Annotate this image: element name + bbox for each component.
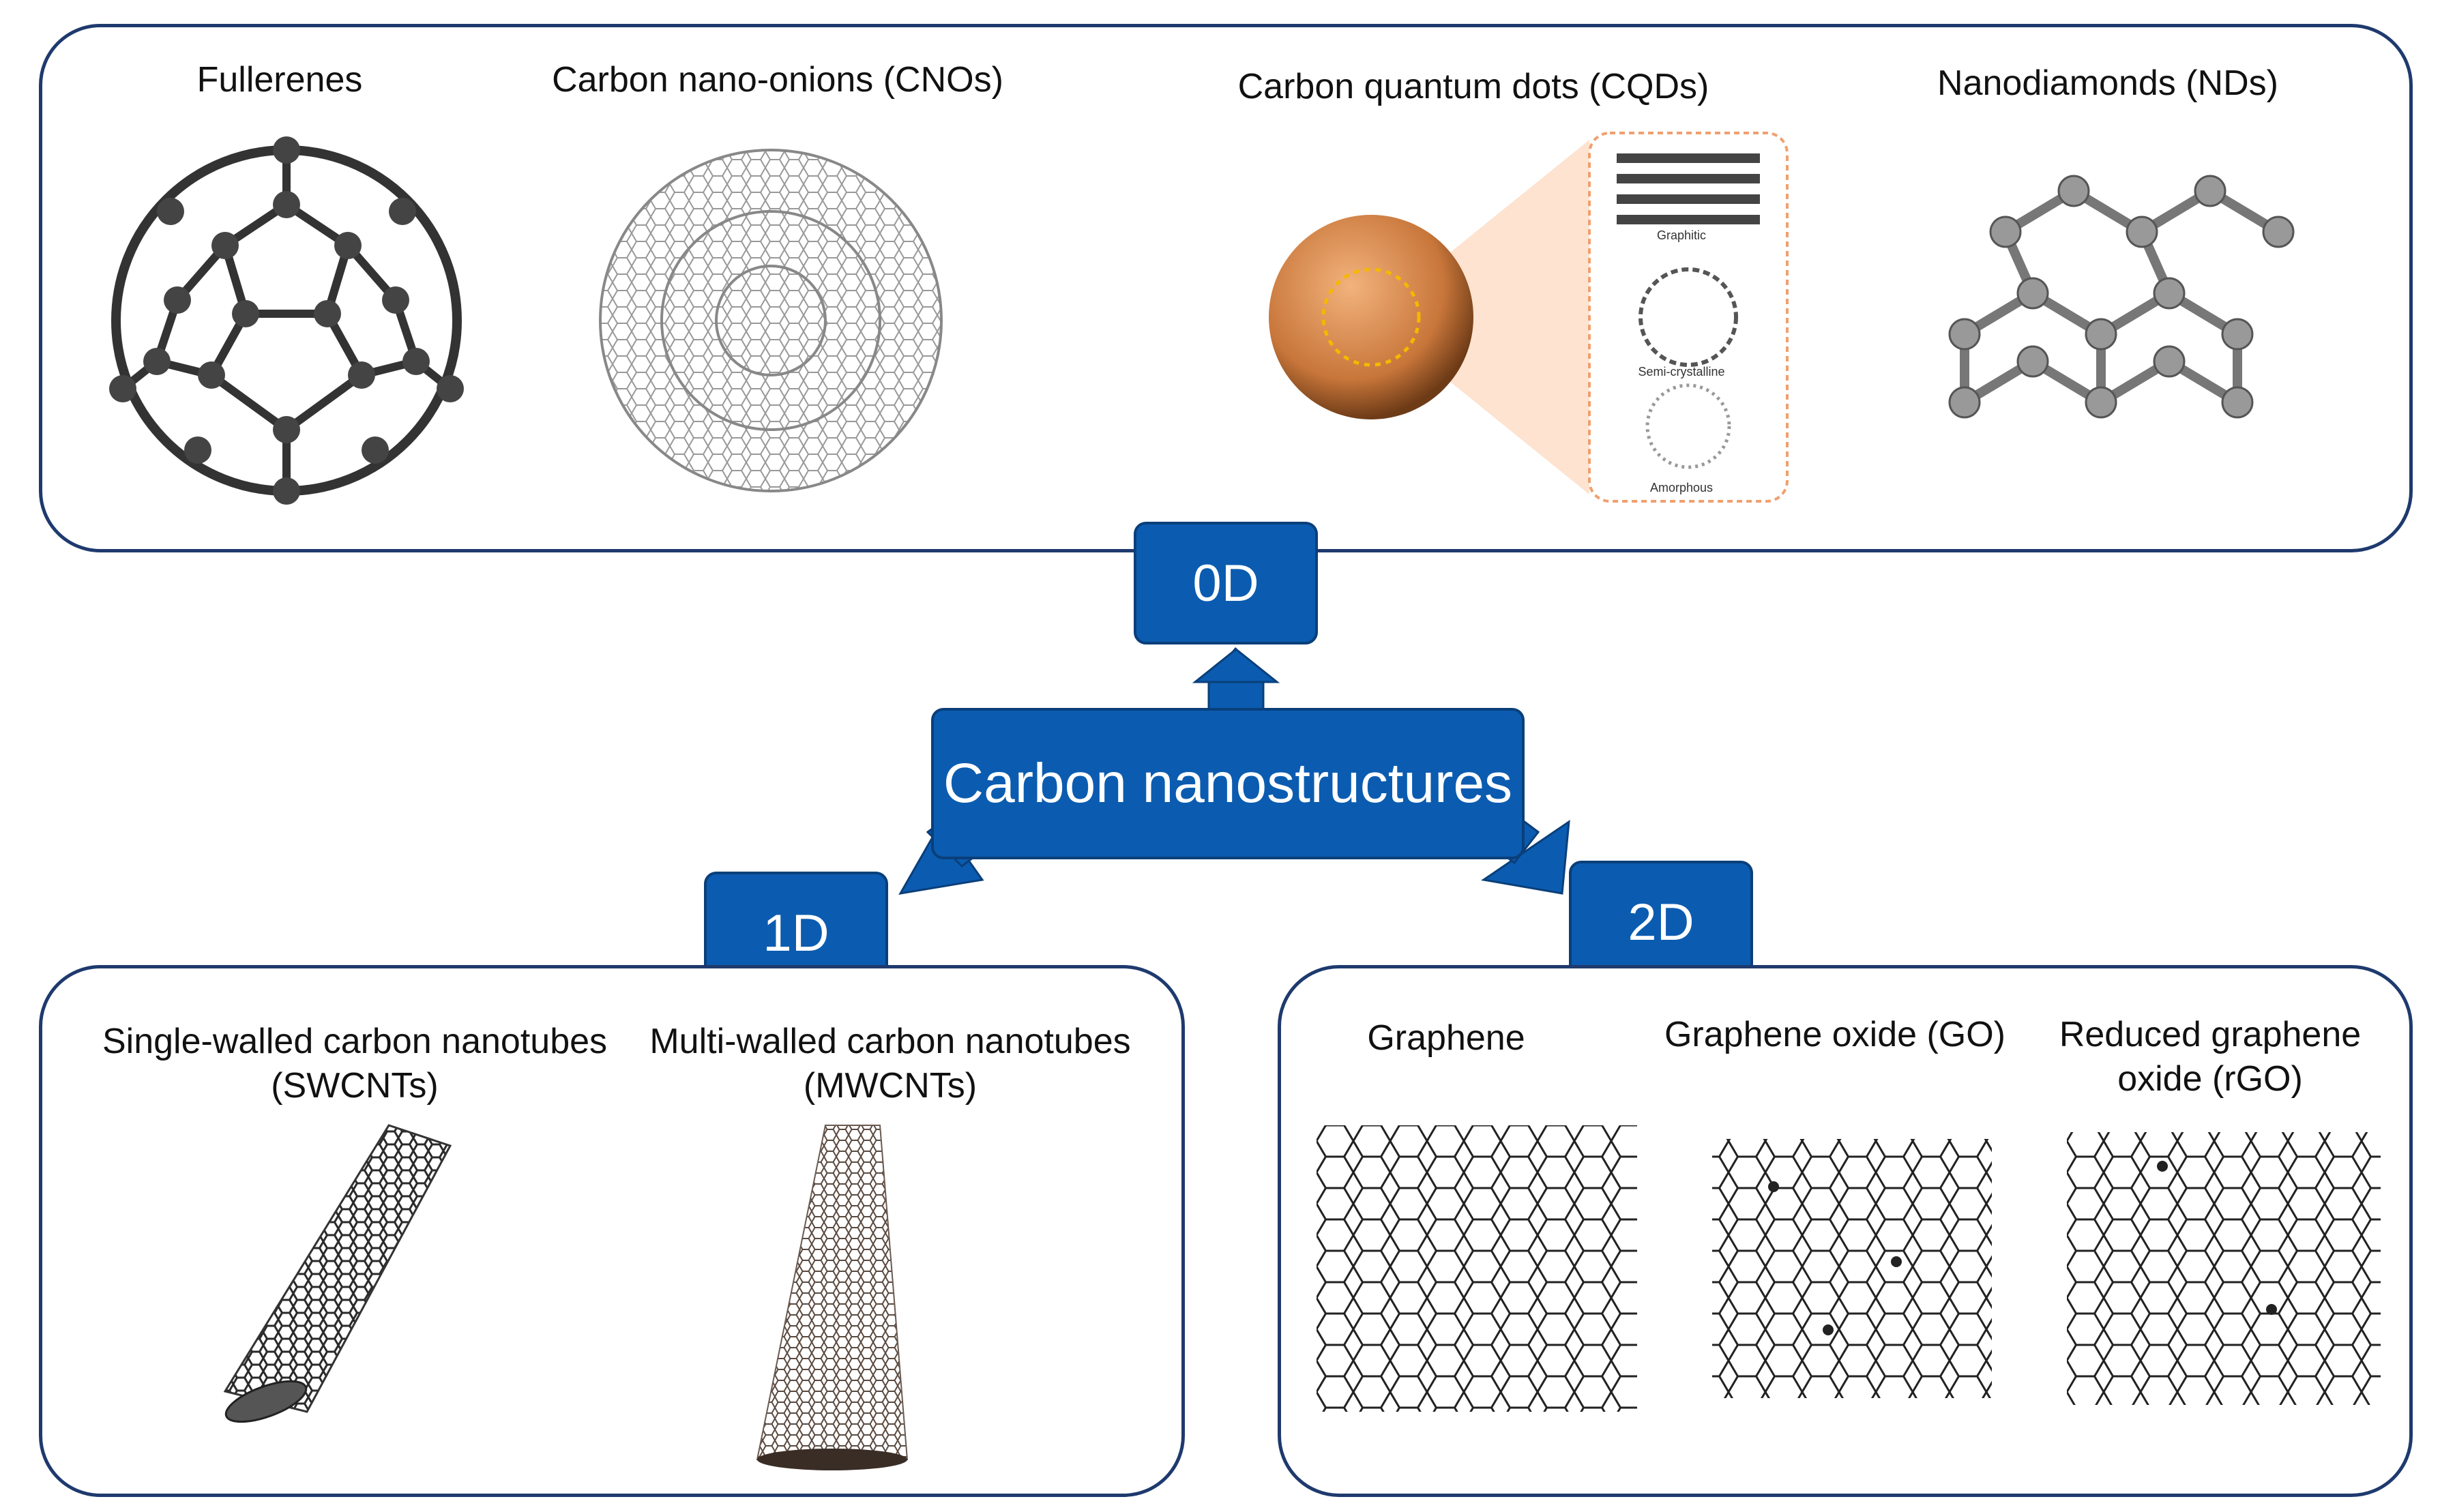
zero-d-panel [39, 24, 2413, 552]
go-label: Graphene oxide (GO) [1664, 1015, 2006, 1054]
carbon-quantum-dot-image [1269, 132, 1789, 503]
mwcnt-label-line2: (MWCNTs) [803, 1066, 978, 1106]
fullerenes-label: Fullerenes [196, 60, 363, 100]
reduced-graphene-oxide-image [2067, 1132, 2381, 1405]
carbon-nano-onion-image [599, 149, 943, 492]
rgo-label-line2: oxide (rGO) [2117, 1059, 2303, 1099]
nanodiamond-image [1948, 175, 2295, 419]
swcnt-image [223, 1124, 452, 1423]
rgo-label-line1: Reduced graphene [2059, 1015, 2362, 1054]
cqd-inset-amorphous: Amorphous [1649, 481, 1714, 494]
nds-label: Nanodiamonds (NDs) [1937, 63, 2278, 103]
swcnt-label-line2: (SWCNTs) [271, 1066, 439, 1106]
cqd-inset-graphitic: Graphitic [1656, 228, 1707, 242]
fullerene-image [109, 136, 464, 505]
carbon-nanostructures-box: Carbon nanostructures [931, 708, 1525, 859]
cqd-inset-semi-crystalline: Semi-crystalline [1638, 365, 1725, 379]
graphene-oxide-image [1712, 1139, 1992, 1398]
mwcnt-label-line1: Multi-walled carbon nanotubes [649, 1022, 1131, 1061]
cqds-label: Carbon quantum dots (CQDs) [1237, 67, 1709, 106]
zero-d-box: 0D [1134, 522, 1318, 644]
graphene-image [1317, 1125, 1637, 1412]
swcnt-label-line1: Single-walled carbon nanotubes [102, 1022, 608, 1061]
mwcnt-image [756, 1125, 909, 1470]
graphene-label: Graphene [1367, 1018, 1525, 1058]
cnos-label: Carbon nano-onions (CNOs) [552, 60, 1003, 100]
